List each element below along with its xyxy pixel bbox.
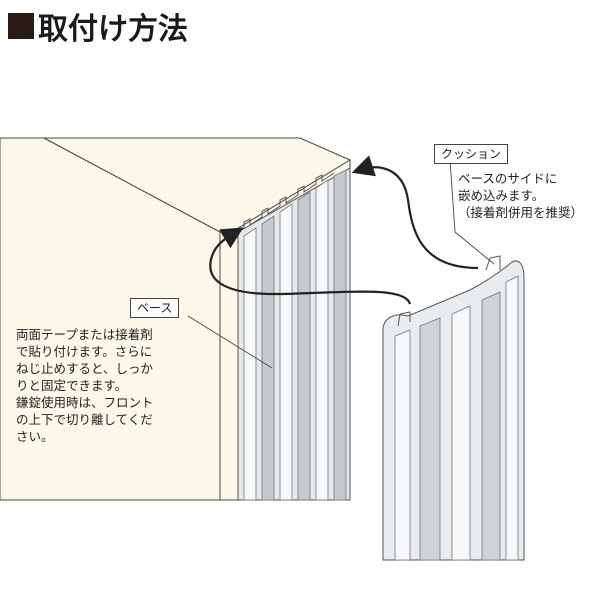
arrow-cushion-to-base: [351, 155, 479, 270]
leader-line-cushion-b: [454, 231, 495, 265]
cushion-rail: [382, 255, 525, 561]
cushion-note: ベースのサイドに 嵌め込みます。 （接着剤併用を推奨）: [458, 171, 584, 220]
base-rail: [237, 167, 351, 501]
arrow-loop-to-base: [209, 227, 412, 305]
base-label: ベース: [130, 298, 180, 318]
page-title: 取付け方法: [8, 4, 188, 48]
leader-line-cushion: [449, 159, 456, 233]
base-note: 両面テープまたは接着剤 で貼り付けます。さらに ねじ止めすると、しっか りと固定…: [16, 327, 154, 444]
leader-line-base: [187, 315, 273, 369]
cushion-label: クッション: [434, 144, 509, 164]
title-square-icon: [8, 13, 34, 39]
page-title-text: 取付け方法: [38, 12, 188, 47]
